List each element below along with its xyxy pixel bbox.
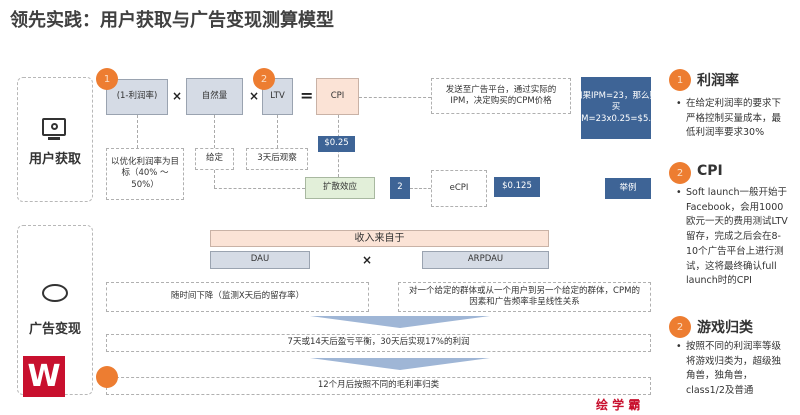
monitor-user-icon <box>42 118 66 136</box>
piggy-bank-icon <box>42 284 68 302</box>
user-acquisition-label: 用户获取 <box>28 152 81 167</box>
dau-note: 随时间下降（监测X天后的留存率） <box>106 282 369 312</box>
note-badge: 2 <box>669 162 691 184</box>
note-text: •按照不同的利润率等级将游戏归类为，超级独角兽，独角兽，class1/2及普通 <box>676 341 782 397</box>
note-title: 游戏归类 <box>697 320 753 336</box>
connector <box>410 188 431 189</box>
ltv-note: 3天后观察 <box>246 148 308 170</box>
ecpi-box: eCPI <box>431 170 487 207</box>
connector <box>359 97 431 98</box>
note-badge: 1 <box>669 69 691 91</box>
connector <box>277 115 278 148</box>
send-to-platform-note: 发送至广告平台，通过实际的IPM，决定购买的CPM价格 <box>431 78 571 114</box>
note-text: •Soft launch一般开始于Facebook，会用1000欧元一天的费用测… <box>676 187 788 287</box>
watermark: 绘 学 霸 <box>596 398 641 412</box>
note-text-content: 在给定利润率的要求下严格控制买量成本，最低利润率要求30% <box>686 98 782 139</box>
divisor-tag: 2 <box>390 177 410 199</box>
badge-1: 1 <box>96 68 118 90</box>
cpi-value-tag: $0.25 <box>318 136 355 152</box>
classify-box: 12个月后按照不同的毛利率归类 <box>106 377 651 395</box>
note-badge: 2 <box>669 316 691 338</box>
monitor-stand-icon <box>48 137 60 140</box>
note-text-content: Soft launch一般开始于Facebook，会用1000欧元一天的费用测试… <box>686 187 788 287</box>
ad-monetization-label: 广告变现 <box>28 322 81 337</box>
note-text-content: 按照不同的利润率等级将游戏归类为，超级独角兽，独角兽，class1/2及普通 <box>686 341 782 397</box>
arpdau-box: ARPDAU <box>422 251 549 269</box>
revenue-from-header: 收入来自于 <box>210 230 549 247</box>
multiply-operator: × <box>249 89 260 103</box>
ecpi-value-tag: $0.125 <box>494 177 540 197</box>
page-title: 领先实践：用户获取与广告变现测算模型 <box>10 10 334 31</box>
connector <box>137 115 138 148</box>
multiply-operator: × <box>362 253 373 267</box>
equals-operator: = <box>300 86 314 105</box>
note-title: CPI <box>697 163 723 179</box>
brand-logo: W <box>23 356 65 397</box>
note-text: •在给定利润率的要求下严格控制买量成本，最低利润率要求30% <box>676 98 782 139</box>
connector <box>214 188 305 189</box>
down-chevron-icon <box>310 316 490 328</box>
example-tag: 举例 <box>605 178 651 199</box>
connector <box>214 170 215 188</box>
dau-box: DAU <box>210 251 310 269</box>
down-chevron-icon <box>310 358 490 370</box>
profit-note: 以优化利润率为目标（40% ～ 50%） <box>106 148 184 200</box>
user-acquisition-panel <box>17 77 93 202</box>
diffusion-effect-box: 扩散效应 <box>305 177 375 199</box>
organic-note: 给定 <box>195 148 234 170</box>
breakeven-box: 7天或14天后盈亏平衡，30天后实现17%的利润 <box>106 334 651 352</box>
example-calc-box: 如果IPM=23，那么购买CPM=23x0.25=$5.75 <box>570 77 662 139</box>
badge-3 <box>96 366 118 388</box>
cpi-box: CPI <box>316 78 359 115</box>
arpdau-note: 对一个给定的群体或从一个用户到另一个给定的群体，CPM的因素和广告频率非呈线性关… <box>398 282 651 312</box>
organic-volume-box: 自然量 <box>186 78 243 115</box>
connector <box>214 115 215 148</box>
note-title: 利润率 <box>697 73 739 89</box>
profit-rate-box: (1-利润率) <box>106 79 168 115</box>
badge-2: 2 <box>253 68 275 90</box>
multiply-operator: × <box>172 89 183 103</box>
